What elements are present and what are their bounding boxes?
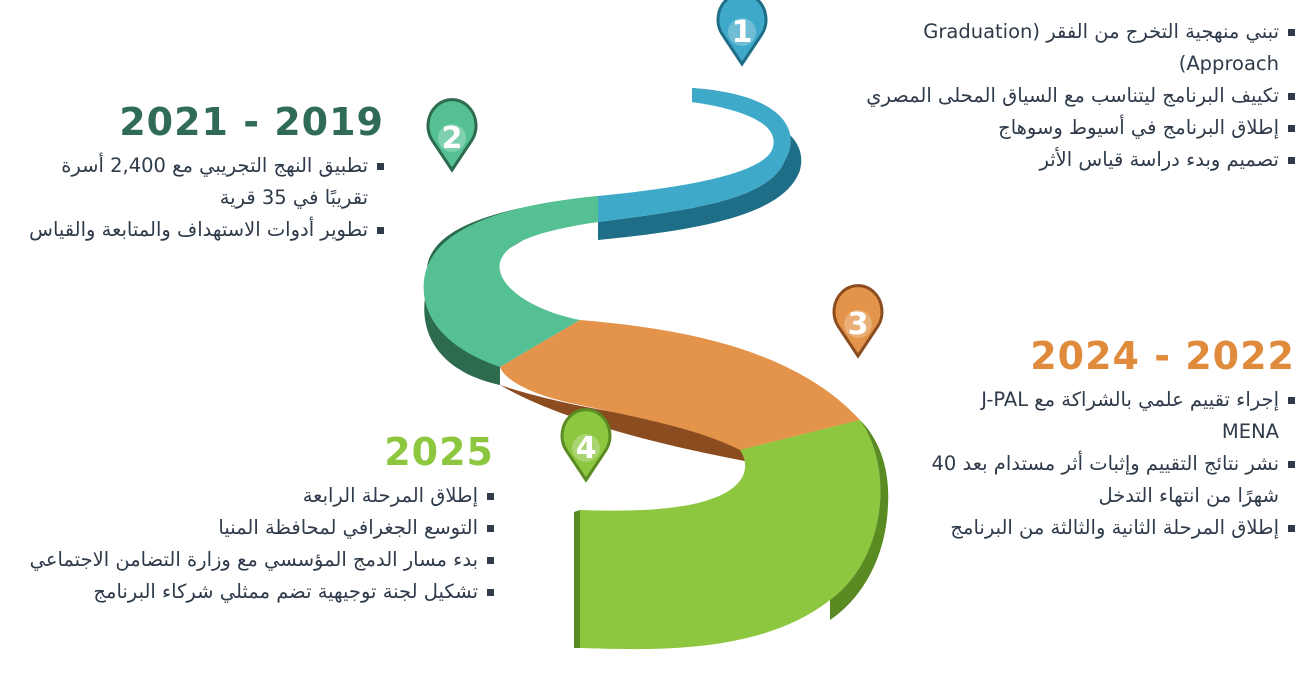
path-segment-1 bbox=[598, 88, 802, 240]
bullet-icon bbox=[1288, 93, 1295, 100]
stage-3-item: نشر نتائج التقييم وإثبات أثر مستدام بعد … bbox=[922, 448, 1295, 512]
stage-4-item: التوسع الجغرافي لمحافظة المنيا bbox=[14, 512, 494, 544]
stage-1-block: تبني منهجية التخرج من الفقر (Graduation … bbox=[850, 16, 1295, 176]
stage-2-block: 2021 - 2019 تطبيق النهج التجريبي مع 2,40… bbox=[14, 100, 384, 246]
pin-1: 1 bbox=[716, 0, 768, 67]
path-segment-2 bbox=[423, 196, 598, 385]
bullet-icon bbox=[377, 227, 384, 234]
stage-1-item: تكييف البرنامج ليتناسب مع السياق المحلى … bbox=[850, 80, 1295, 112]
stage-2-item: تطبيق النهج التجريبي مع 2,400 أسرة تقريب… bbox=[14, 150, 384, 214]
stage-2-item: تطوير أدوات الاستهداف والمتابعة والقياس bbox=[14, 214, 384, 246]
pin-2-number: 2 bbox=[442, 121, 463, 156]
bullet-icon bbox=[487, 557, 494, 564]
path-segment-3 bbox=[500, 320, 860, 462]
bullet-icon bbox=[1288, 461, 1295, 468]
path-segment-4 bbox=[574, 420, 889, 650]
stage-3-item-text: إطلاق المرحلة الثانية والثالثة من البرنا… bbox=[950, 516, 1279, 539]
pin-2: 2 bbox=[426, 98, 478, 173]
stage-4-list: إطلاق المرحلة الرابعة التوسع الجغرافي لم… bbox=[14, 480, 494, 608]
stage-3-block: 2024 - 2022 إجراء تقييم علمي بالشراكة مع… bbox=[922, 334, 1295, 544]
stage-4-item-text: تشكيل لجنة توجيهية تضم ممثلي شركاء البرن… bbox=[93, 580, 478, 603]
bullet-icon bbox=[487, 589, 494, 596]
stage-3-item: إطلاق المرحلة الثانية والثالثة من البرنا… bbox=[922, 512, 1295, 544]
bullet-icon bbox=[1288, 29, 1295, 36]
bullet-icon bbox=[1288, 157, 1295, 164]
bullet-icon bbox=[1288, 525, 1295, 532]
bullet-icon bbox=[377, 163, 384, 170]
pin-1-number: 1 bbox=[732, 15, 753, 50]
bullet-icon bbox=[1288, 397, 1295, 404]
stage-1-list: تبني منهجية التخرج من الفقر (Graduation … bbox=[850, 16, 1295, 176]
bullet-icon bbox=[1288, 125, 1295, 132]
pin-4-number: 4 bbox=[576, 431, 597, 466]
pin-4: 4 bbox=[560, 408, 612, 483]
stage-1-item: تبني منهجية التخرج من الفقر (Graduation … bbox=[850, 16, 1295, 80]
stage-3-item: إجراء تقييم علمي بالشراكة مع J-PAL MENA bbox=[922, 384, 1295, 448]
stage-1-item-text: إطلاق البرنامج في أسيوط وسوهاج bbox=[998, 116, 1279, 139]
stage-1-item-text: تصميم وبدء دراسة قياس الأثر bbox=[1039, 148, 1279, 171]
stage-2-item-text: تطبيق النهج التجريبي مع 2,400 أسرة تقريب… bbox=[61, 154, 368, 209]
stage-1-item: تصميم وبدء دراسة قياس الأثر bbox=[850, 144, 1295, 176]
stage-4-item: إطلاق المرحلة الرابعة bbox=[14, 480, 494, 512]
stage-1-item-text: تكييف البرنامج ليتناسب مع السياق المحلى … bbox=[866, 84, 1279, 107]
stage-4-heading: 2025 bbox=[384, 430, 494, 474]
stage-4-block: 2025 إطلاق المرحلة الرابعة التوسع الجغرا… bbox=[14, 430, 494, 608]
stage-4-item: بدء مسار الدمج المؤسسي مع وزارة التضامن … bbox=[14, 544, 494, 576]
stage-4-item-text: التوسع الجغرافي لمحافظة المنيا bbox=[218, 516, 478, 539]
stage-4-item-text: بدء مسار الدمج المؤسسي مع وزارة التضامن … bbox=[29, 548, 478, 571]
pin-3-number: 3 bbox=[848, 307, 869, 342]
stage-2-item-text: تطوير أدوات الاستهداف والمتابعة والقياس bbox=[29, 218, 368, 241]
bullet-icon bbox=[487, 525, 494, 532]
stage-4-item-text: إطلاق المرحلة الرابعة bbox=[302, 484, 478, 507]
bullet-icon bbox=[487, 493, 494, 500]
stage-3-item-text: نشر نتائج التقييم وإثبات أثر مستدام بعد … bbox=[931, 452, 1280, 507]
stage-3-item-text: إجراء تقييم علمي بالشراكة مع J-PAL MENA bbox=[981, 388, 1279, 443]
stage-2-list: تطبيق النهج التجريبي مع 2,400 أسرة تقريب… bbox=[14, 150, 384, 246]
stage-4-item: تشكيل لجنة توجيهية تضم ممثلي شركاء البرن… bbox=[14, 576, 494, 608]
pin-3: 3 bbox=[832, 284, 884, 359]
stage-1-item: إطلاق البرنامج في أسيوط وسوهاج bbox=[850, 112, 1295, 144]
stage-3-list: إجراء تقييم علمي بالشراكة مع J-PAL MENA … bbox=[922, 384, 1295, 544]
stage-1-item-text: تبني منهجية التخرج من الفقر (Graduation … bbox=[923, 20, 1279, 75]
stage-3-heading: 2024 - 2022 bbox=[1030, 334, 1295, 378]
stage-2-heading: 2021 - 2019 bbox=[119, 100, 384, 144]
